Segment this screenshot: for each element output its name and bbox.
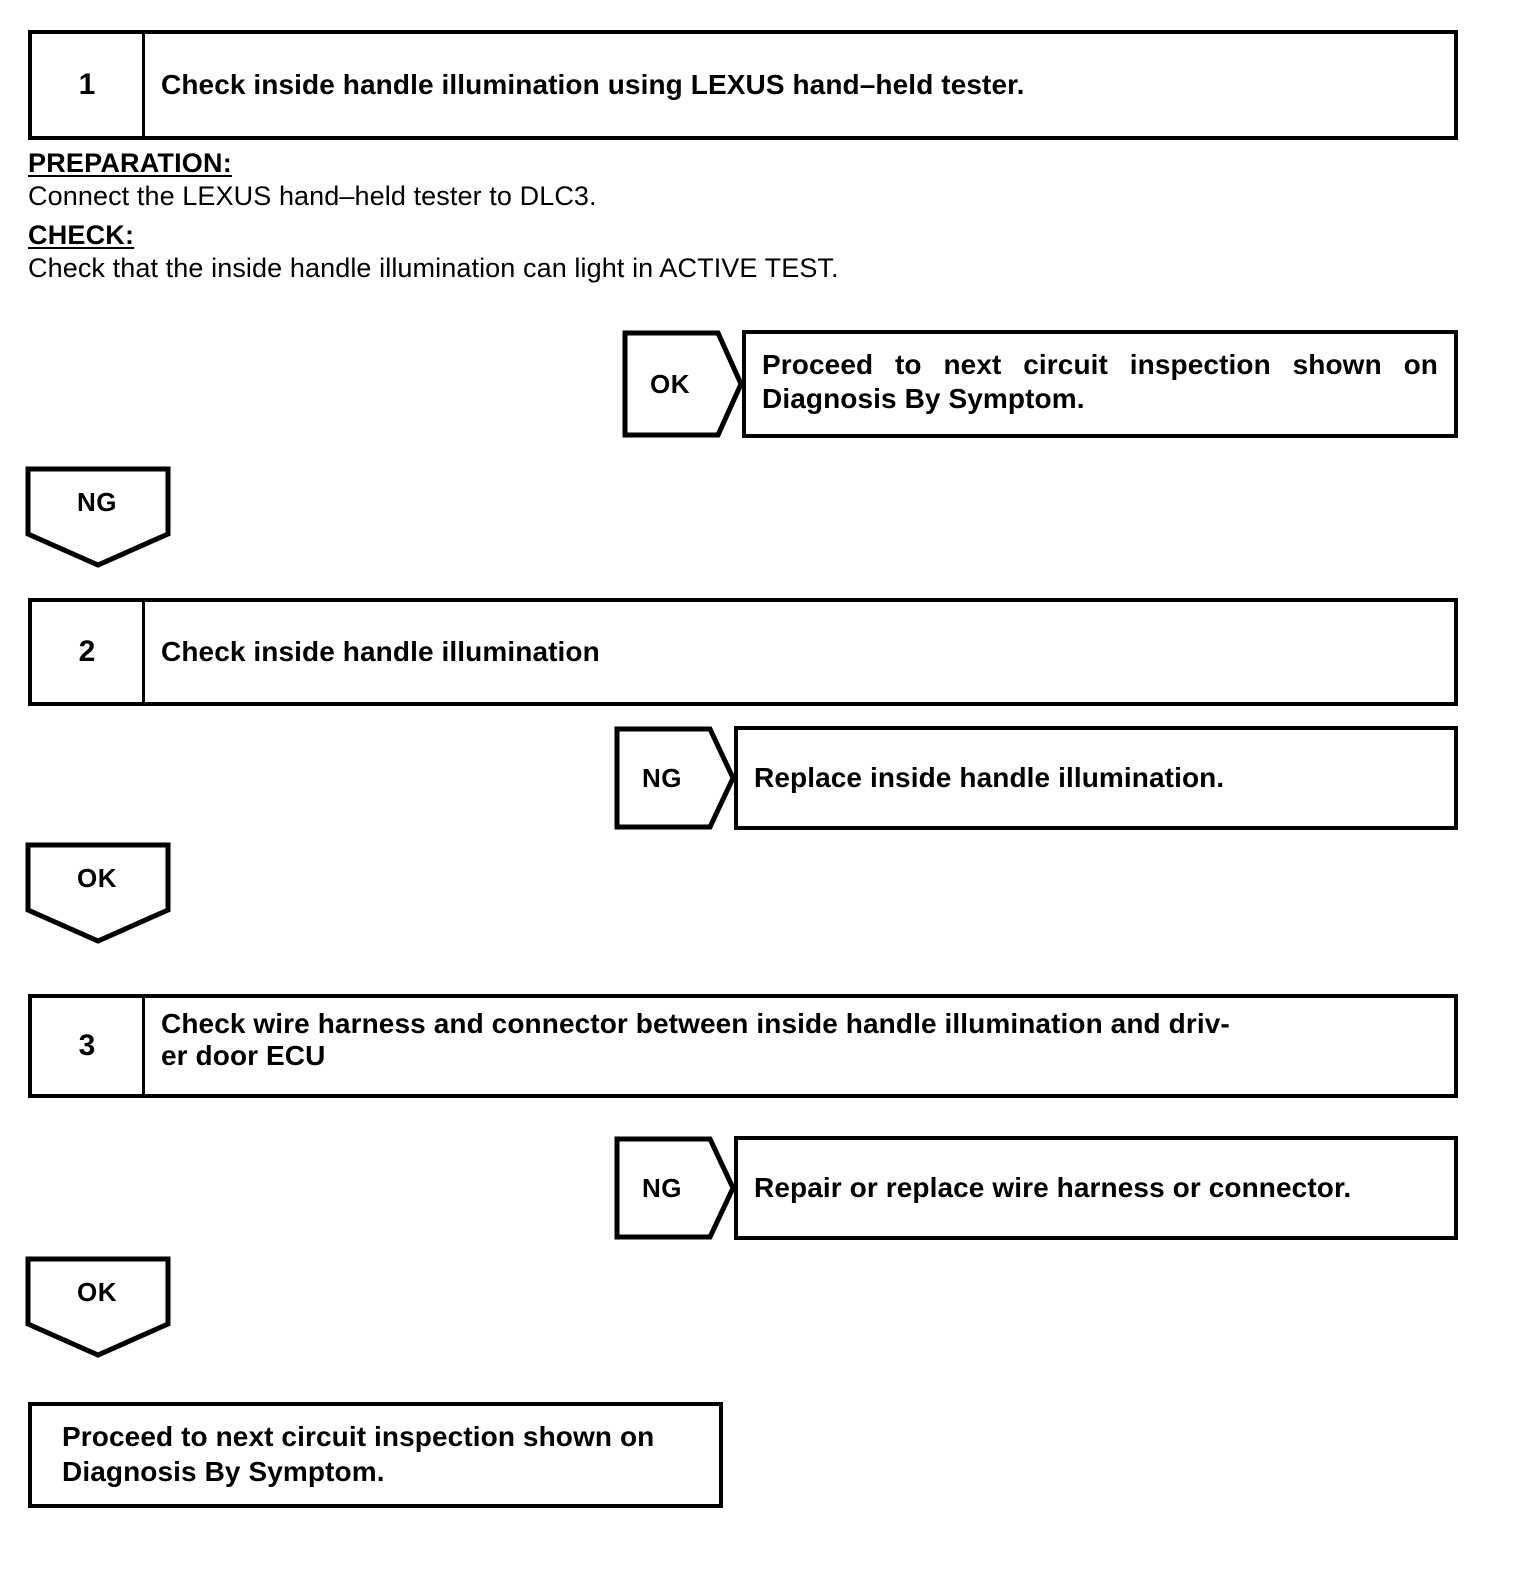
branch-arrow-ok-1: OK — [622, 330, 744, 438]
check-text: Check that the inside handle illuminatio… — [28, 253, 839, 283]
branch-row-ng-3: NG Repair or replace wire harness or con… — [614, 1136, 1458, 1240]
procedure-block: PREPARATION: Connect the LEXUS hand–held… — [28, 148, 1028, 292]
step-title-1: Check inside handle illumination using L… — [161, 68, 1025, 100]
result-box-ok-1: Proceed to next circuit inspection shown… — [742, 330, 1458, 438]
result-line-2: Diagnosis By Symptom. — [762, 382, 1085, 414]
step-title-3-line1: Check wire harness and connector between… — [161, 1008, 1230, 1039]
preparation-label: PREPARATION: — [28, 148, 232, 178]
terminal-result-box: Proceed to next circuit inspection shown… — [28, 1402, 723, 1508]
branch-row-ng-2: NG Replace inside handle illumination. — [614, 726, 1458, 830]
result-text-ng-3: Repair or replace wire harness or connec… — [754, 1172, 1352, 1204]
terminal-line-2: Diagnosis By Symptom. — [62, 1456, 385, 1487]
branch-arrow-label-ok-1: OK — [650, 368, 690, 399]
branch-arrow-ng-2: NG — [614, 726, 736, 830]
flow-tag-ok-3: OK — [25, 1256, 171, 1358]
result-box-ng-3: Repair or replace wire harness or connec… — [734, 1136, 1458, 1240]
step-box-1: 1 Check inside handle illumination using… — [28, 30, 1458, 140]
step-number-1: 1 — [32, 34, 145, 136]
branch-arrow-ng-3: NG — [614, 1136, 736, 1240]
result-box-ng-2: Replace inside handle illumination. — [734, 726, 1458, 830]
flow-tag-label-ok-3: OK — [77, 1276, 117, 1307]
step-box-3: 3 Check wire harness and connector betwe… — [28, 994, 1458, 1098]
flow-tag-ok-2: OK — [25, 842, 171, 944]
step-title-2: Check inside handle illumination — [161, 635, 600, 667]
terminal-line-1: Proceed to next circuit inspection shown… — [62, 1421, 655, 1453]
preparation-group: PREPARATION: Connect the LEXUS hand–held… — [28, 148, 1028, 212]
branch-arrow-label-ng-2: NG — [642, 762, 682, 793]
flow-tag-label-ng-1: NG — [77, 486, 117, 517]
branch-arrow-label-ng-3: NG — [642, 1172, 682, 1203]
flow-tag-label-ok-2: OK — [77, 862, 117, 893]
check-label: CHECK: — [28, 220, 135, 250]
preparation-text: Connect the LEXUS hand–held tester to DL… — [28, 181, 597, 211]
result-text-ng-2: Replace inside handle illumination. — [754, 762, 1225, 794]
step-box-2: 2 Check inside handle illumination — [28, 598, 1458, 706]
terminal-text: Proceed to next circuit inspection shown… — [62, 1420, 654, 1489]
step-title-3-line2: er door ECU — [161, 1040, 326, 1072]
branch-row-ok-1: OK Proceed to next circuit inspection sh… — [622, 330, 1458, 438]
result-line-1: Proceed to next circuit inspection shown… — [762, 349, 1438, 380]
flow-tag-ng-1: NG — [25, 466, 171, 568]
step-number-3: 3 — [32, 998, 145, 1094]
step-title-3: Check wire harness and connector between… — [145, 998, 1454, 1094]
check-group: CHECK: Check that the inside handle illu… — [28, 220, 1028, 284]
step-number-2: 2 — [32, 602, 145, 702]
